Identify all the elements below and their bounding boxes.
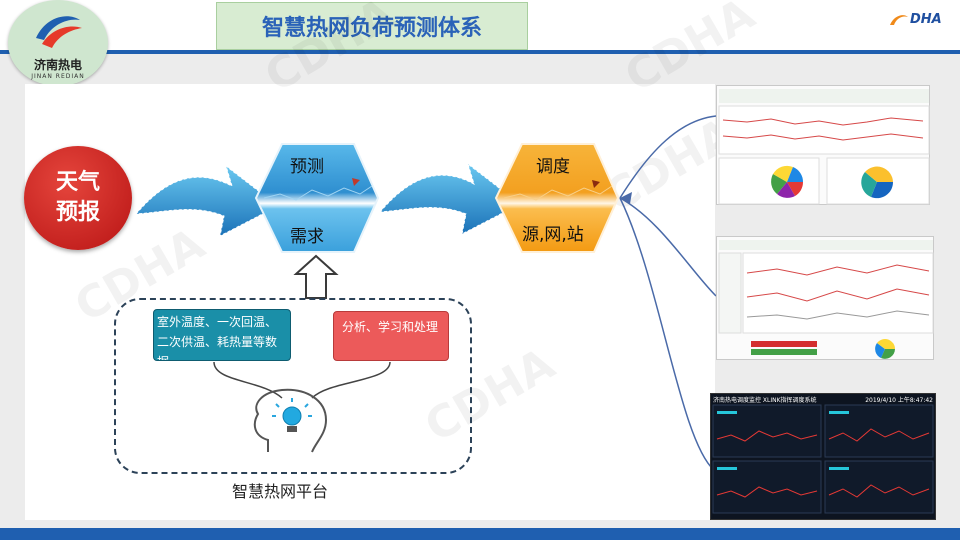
page-title: 智慧热网负荷预测体系 (216, 2, 528, 50)
forecast-label: 预测 (290, 157, 324, 177)
logo-subtext: JINAN REDIAN (31, 73, 85, 80)
system-screenshot-2 (716, 236, 934, 360)
flow-arrow-2 (378, 162, 521, 235)
input-data-text: 室外温度、一次回温、二次供温、耗热量等数据 (157, 315, 278, 360)
dispatch-label: 调度 (536, 157, 570, 177)
demand-forecast-hexagon (254, 143, 380, 253)
dashboard-graphics (712, 404, 934, 514)
demand-label: 需求 (290, 227, 324, 247)
weather-forecast-node: 天气 预报 (24, 146, 132, 250)
flow-arrow-1 (134, 164, 279, 237)
trend-arrow-icon (592, 180, 600, 188)
company-logo-icon (36, 16, 82, 48)
connector-line (311, 361, 391, 399)
analysis-box: 分析、学习和处理 (333, 311, 449, 361)
analysis-text: 分析、学习和处理 (342, 320, 439, 334)
screenshot-1-graphics (718, 89, 930, 205)
trend-arrow-icon (352, 178, 360, 186)
light-bulb-icon (282, 406, 302, 426)
system-screenshot-1 (716, 85, 930, 205)
brand-swirl-icon (890, 14, 908, 25)
connector-line (213, 361, 283, 399)
platform-container (114, 298, 472, 474)
weather-label-line2: 预报 (55, 200, 100, 225)
bulb-rays (272, 398, 312, 417)
screenshot-connector (619, 197, 717, 297)
monitoring-dashboard-screenshot: 济南热电调度监控 XLINK指挥调度系统 2019/4/10 上午8:47:42 (710, 393, 936, 520)
header-divider (0, 50, 960, 54)
connector-arrowhead (620, 192, 632, 204)
hexagon-trend-line (503, 185, 613, 201)
brand-logo: DHA (888, 12, 942, 27)
dispatch-hexagon (494, 143, 620, 253)
bulb-base (287, 426, 297, 432)
screenshot-connector (619, 115, 717, 199)
weather-label-line1: 天气 (55, 170, 100, 195)
dashboard-title: 济南热电调度监控 XLINK指挥调度系统 (713, 397, 817, 404)
source-network-station-label: 源,网,站 (522, 225, 584, 245)
platform-label: 智慧热网平台 (232, 482, 329, 501)
smart-head-icon (253, 388, 328, 453)
screenshot-2-graphics (718, 240, 934, 359)
upward-arrow (293, 254, 339, 299)
brand-text: DHA (910, 12, 942, 27)
screenshot-connector (619, 197, 715, 471)
input-data-box: 室外温度、一次回温、二次供温、耗热量等数据 (153, 309, 291, 361)
footer-bar (0, 528, 960, 540)
hexagon-trend-line (263, 185, 373, 201)
company-logo: 济南热电 JINAN REDIAN (8, 0, 108, 86)
logo-text: 济南热电 (33, 58, 82, 72)
dashboard-time: 2019/4/10 上午8:47:42 (865, 397, 933, 404)
